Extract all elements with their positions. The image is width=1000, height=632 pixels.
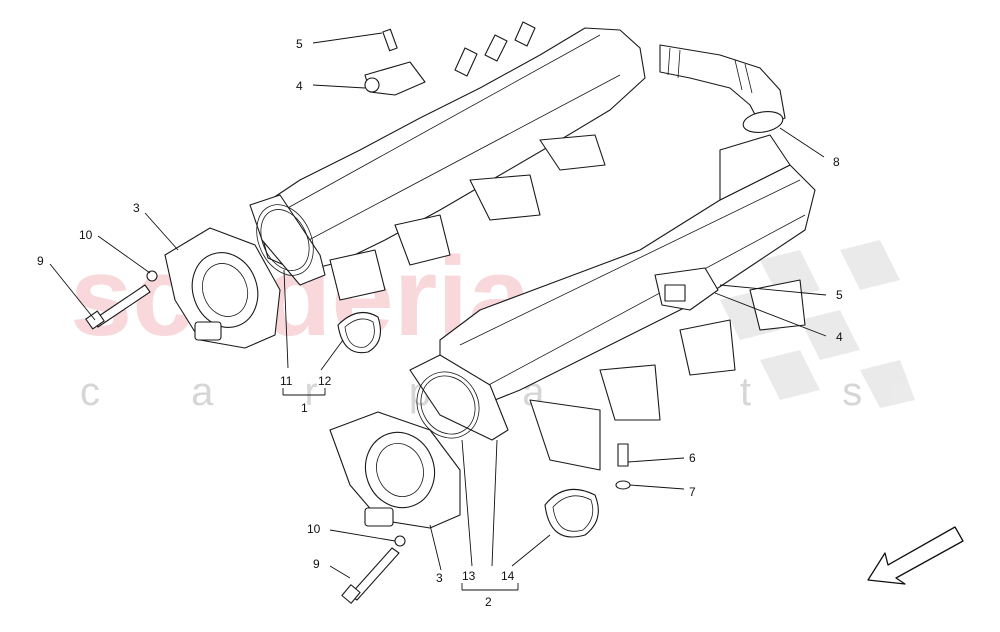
pressure-sensor-top xyxy=(364,28,426,96)
callout-13: 13 xyxy=(462,569,476,583)
callout-1: 1 xyxy=(301,401,308,415)
direction-arrow-icon xyxy=(867,526,964,585)
callout-11: 11 xyxy=(280,374,293,388)
leader-lines xyxy=(49,32,827,591)
callout-3-bottom: 3 xyxy=(436,571,443,585)
callout-3-left: 3 xyxy=(133,201,140,215)
callout-12: 12 xyxy=(318,374,332,388)
callout-9-bottom: 9 xyxy=(313,557,320,571)
pressure-sensor-right xyxy=(654,267,719,311)
callout-4-top: 4 xyxy=(296,79,303,93)
callout-7: 7 xyxy=(689,485,696,499)
washer-7 xyxy=(615,480,631,490)
callout-labels: 5 4 3 10 9 11 12 1 8 5 4 6 7 10 9 3 13 2… xyxy=(37,37,843,609)
throttle-body-left xyxy=(164,227,281,349)
throttle-body-bottom xyxy=(329,411,461,529)
intake-hose xyxy=(659,44,786,133)
gasket-14 xyxy=(544,488,599,538)
washer-10-bottom xyxy=(394,535,406,547)
callout-10-bottom: 10 xyxy=(307,522,321,536)
gasket-12 xyxy=(337,311,381,354)
callout-10-left: 10 xyxy=(79,228,93,242)
callout-4-right: 4 xyxy=(836,330,843,344)
callout-5-right: 5 xyxy=(836,288,843,302)
lower-intake-manifold xyxy=(409,134,816,471)
screw-6 xyxy=(617,443,629,467)
bolt-9-bottom xyxy=(341,547,400,604)
washer-10-left xyxy=(146,270,158,282)
callout-8: 8 xyxy=(833,155,840,169)
callout-2: 2 xyxy=(485,595,492,609)
callout-5-top: 5 xyxy=(296,37,303,51)
callout-6: 6 xyxy=(689,451,696,465)
callout-14: 14 xyxy=(501,569,515,583)
callout-9-left: 9 xyxy=(37,254,44,268)
upper-intake-manifold xyxy=(249,21,646,301)
